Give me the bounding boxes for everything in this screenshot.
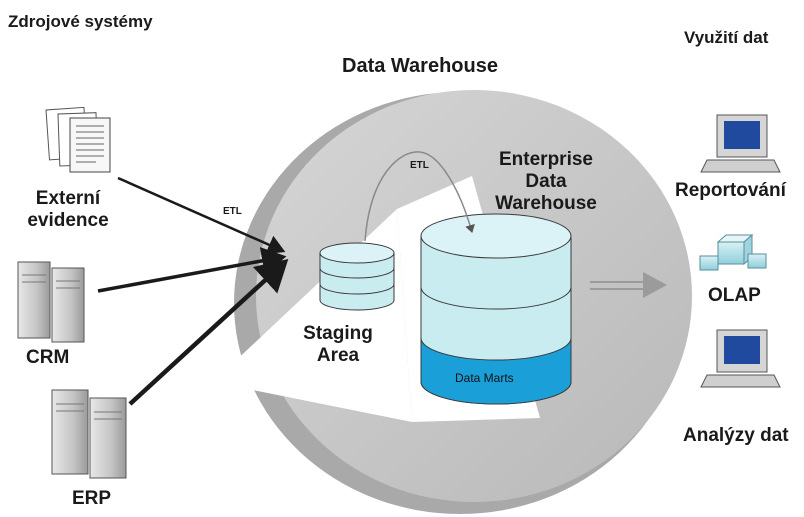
edw-label: Enterprise Data Warehouse <box>482 149 610 215</box>
data-marts-segment <box>420 337 572 405</box>
etl-label-left: ETL <box>223 206 242 217</box>
olap-cubes-icon <box>699 233 767 271</box>
analysis-computer-icon <box>700 329 781 388</box>
analysis-label: Analýzy dat <box>683 425 789 446</box>
data-marts-label: Data Marts <box>455 371 514 385</box>
external-label-line-2: evidence <box>27 209 109 231</box>
edw-label-line-3: Warehouse <box>495 192 597 214</box>
staging-label-line-2: Area <box>316 344 360 366</box>
erp-server-icon <box>51 389 127 479</box>
edw-label-line-1: Enterprise <box>499 149 593 170</box>
arrow-erp <box>128 258 289 406</box>
crm-label: CRM <box>26 347 70 368</box>
reporting-computer-icon <box>700 114 781 173</box>
edw-label-line-2: Data <box>525 170 567 192</box>
etl-curve-arrow <box>364 151 475 242</box>
usage-header: Využití dat <box>684 28 769 47</box>
output-arrow <box>590 272 667 298</box>
crm-server-icon <box>17 261 85 343</box>
sources-header: Zdrojové systémy <box>8 12 153 31</box>
erp-label: ERP <box>72 488 112 509</box>
arrow-crm <box>97 247 287 293</box>
staging-cylinder <box>319 242 395 311</box>
arrow-external <box>117 176 286 255</box>
staging-label: Staging Area <box>286 323 390 367</box>
reporting-label: Reportování <box>675 180 786 201</box>
external-label-line-1: Externí <box>35 188 101 209</box>
edw-cylinder <box>420 213 572 405</box>
warehouse-header: Data Warehouse <box>342 55 498 77</box>
documents-icon <box>45 106 111 173</box>
external-label: Externí evidence <box>16 188 120 232</box>
etl-label-top: ETL <box>410 160 429 171</box>
staging-label-line-1: Staging <box>303 323 373 344</box>
olap-label: OLAP <box>708 285 761 306</box>
